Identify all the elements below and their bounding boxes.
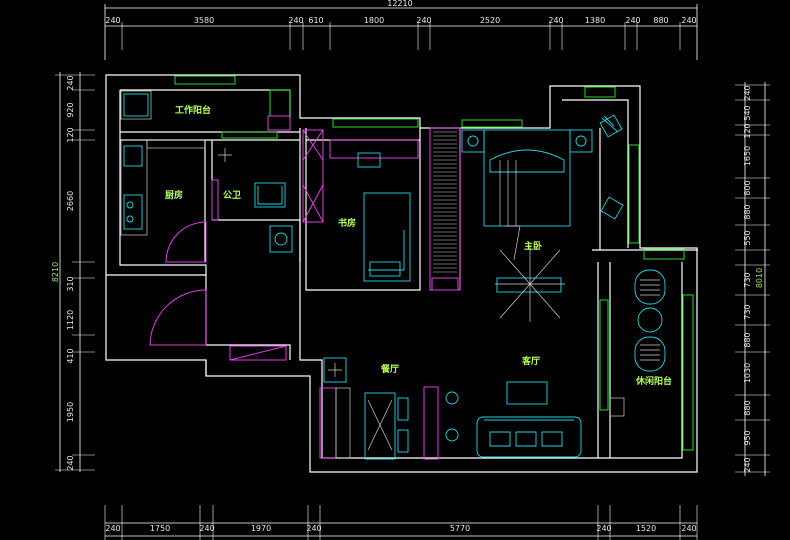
dim-top-1: 240 [105,16,120,25]
dim-top-10: 240 [625,16,640,25]
dim-top-11: 880 [653,16,668,25]
dim-right-1: 240 [743,85,752,100]
dim-right-8: 730 [743,272,752,287]
dim-left-9: 240 [66,455,75,470]
room-label-bathroom: 公卫 [223,190,241,201]
dim-top-8: 240 [548,16,563,25]
room-label-leisure-balcony: 休闲阳台 [635,375,672,387]
dim-right-6: 880 [743,204,752,219]
wardrobe [429,127,461,291]
dim-left-6: 1120 [66,310,75,330]
dim-bottom-6: 5770 [450,524,470,533]
dim-top-6: 240 [416,16,431,25]
dim-top-4: 610 [308,16,323,25]
dim-right-11: 1030 [743,363,752,383]
room-label-work-balcony: 工作阳台 [175,104,211,116]
kitchen: 厨房 [120,139,207,263]
room-label-dining-room: 餐厅 [380,363,399,375]
dim-right-12: 880 [743,400,752,415]
leisure-balcony: 休闲阳台 [609,269,672,417]
top-total-dimension: 12210 [387,0,412,8]
living-room: 客厅 [423,355,582,460]
dim-left-1: 240 [66,75,75,90]
dim-bottom-2: 1750 [150,524,170,533]
dim-top-2: 3580 [194,16,214,25]
dim-top-12: 240 [681,16,696,25]
room-label-living-room: 客厅 [521,355,540,367]
dim-right-13: 950 [743,430,752,445]
dim-bottom-9: 240 [681,524,696,533]
work-balcony: 工作阳台 [120,90,291,131]
dim-left-7: 410 [66,348,75,363]
bottom-dimension-labels: 240 1750 240 1970 240 5770 240 1520 240 … [105,524,696,540]
dim-right-4: 1650 [743,146,752,166]
dim-left-3: 120 [66,127,75,142]
dim-top-3: 240 [288,16,303,25]
bathroom: 公卫 [211,148,293,253]
dim-bottom-1: 240 [105,524,120,533]
dim-right-3: 120 [743,123,752,138]
dim-left-5: 310 [66,276,75,291]
dim-left-4: 2660 [66,191,75,211]
dim-bottom-4: 1970 [251,524,271,533]
master-bedroom: 主卧 [461,114,624,322]
dim-left-8: 1950 [66,402,75,422]
dim-top-5: 1800 [364,16,384,25]
dim-bottom-3: 240 [199,524,214,533]
dim-bottom-8: 1520 [636,524,656,533]
room-label-kitchen: 厨房 [165,189,183,201]
dim-right-7: 550 [743,230,752,245]
door-swings [149,195,304,361]
dimension-lines [55,4,770,540]
room-label-study: 书房 [338,217,356,229]
interior-walls [120,128,698,458]
dim-top-9: 1380 [585,16,605,25]
dim-bottom-5: 240 [306,524,321,533]
exterior-walls [105,74,698,473]
dim-right-2: 540 [743,105,752,120]
left-total-dimension: 8210 [51,262,60,282]
windows [174,75,694,451]
room-label-master-bedroom: 主卧 [524,240,542,252]
right-dimension-labels: 8010 240 540 120 1650 800 880 550 730 73… [743,85,764,472]
dim-bottom-7: 240 [596,524,611,533]
left-dimension-labels: 8210 240 920 120 2660 310 1120 410 1950 … [51,75,75,470]
dim-right-10: 880 [743,332,752,347]
dim-left-2: 920 [66,102,75,117]
dining-room: 餐厅 [319,357,409,460]
dim-right-14: 240 [743,457,752,472]
dim-right-9: 730 [743,304,752,319]
top-dimension-labels: 12210 240 3580 240 610 1800 240 2520 240… [105,0,696,25]
right-total-dimension: 8010 [755,268,764,288]
dim-top-7: 2520 [480,16,500,25]
dim-right-5: 800 [743,180,752,195]
study: 书房 [302,129,419,282]
